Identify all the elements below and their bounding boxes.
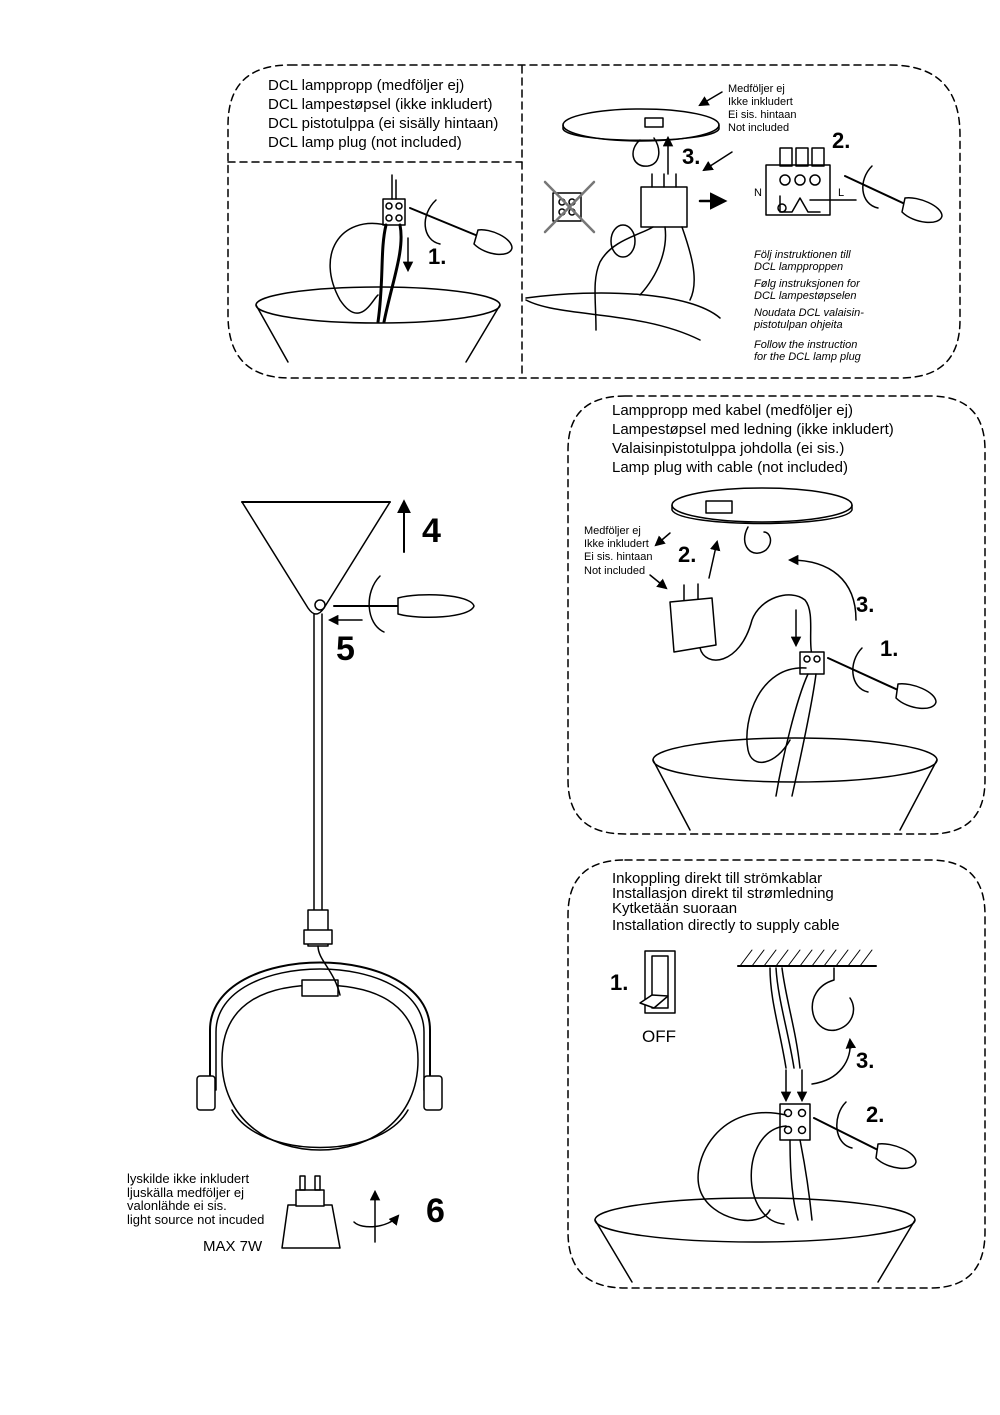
dcl-instruction-3: Følg instruksjonen for — [754, 278, 860, 290]
direct-panel-border — [567, 859, 986, 1289]
plug-panel-border — [567, 395, 986, 835]
direct-step1-number: 1. — [610, 970, 629, 995]
direct-step2-number: 2. — [866, 1102, 885, 1127]
plug-step2-number: 2. — [678, 542, 697, 567]
dcl-heading-3: DCL pistotulppa (ei sisälly hintaan) — [268, 115, 499, 132]
light-source-note-2: ljuskälla medföljer ej — [127, 1185, 245, 1200]
dcl-steps-drawing — [525, 91, 943, 341]
direct-heading-4: Installation directly to supply cable — [612, 917, 840, 934]
dcl-step3-number: 3. — [682, 144, 701, 169]
plug-not-included-1: Medföljer ej — [584, 525, 641, 537]
plug-not-included-2: Ikke inkludert — [584, 538, 649, 550]
lamp-step4-number: 4 — [422, 512, 441, 550]
light-source-note-3: valonlähde ei sis. — [127, 1198, 227, 1213]
dcl-instruction-5: Noudata DCL valaisin- — [754, 307, 864, 319]
plug-panel-drawing — [649, 487, 938, 831]
plug-step3-number: 3. — [856, 592, 875, 617]
direct-heading-3: Kytketään suoraan — [612, 900, 738, 917]
dcl-step1-drawing — [255, 174, 513, 363]
dcl-not-included-1: Medföljer ej — [728, 83, 785, 95]
plug-heading-1: Lamppropp med kabel (medföljer ej) — [612, 402, 853, 419]
dcl-not-included-2: Ikke inkludert — [728, 96, 793, 108]
dcl-terminal-l: L — [838, 187, 845, 199]
dcl-terminal-n: N — [754, 187, 762, 199]
plug-heading-2: Lampestøpsel med ledning (ikke inkludert… — [612, 421, 894, 438]
dcl-instruction-6: pistotulpan ohjeita — [754, 319, 843, 331]
light-source-note-4: light source not incuded — [127, 1212, 265, 1227]
lamp-drawing — [196, 499, 475, 1249]
plug-not-included-3: Ei sis. hintaan — [584, 551, 653, 563]
dcl-instruction-7: Follow the instruction — [754, 339, 858, 351]
dcl-instruction-2: DCL lampproppen — [754, 261, 844, 273]
dcl-step2-number: 2. — [832, 128, 851, 153]
dcl-step1-number: 1. — [428, 244, 447, 269]
dcl-heading-4: DCL lamp plug (not included) — [268, 134, 462, 151]
light-source-note-1: lyskilde ikke inkludert — [127, 1171, 250, 1186]
direct-heading-2: Installasjon direkt til strømledning — [612, 885, 834, 902]
dcl-heading-1: DCL lamppropp (medföljer ej) — [268, 77, 465, 94]
switch-off-label: OFF — [642, 1027, 676, 1046]
direct-heading-1: Inkoppling direkt till strömkablar — [612, 870, 823, 887]
direct-step3-number: 3. — [856, 1048, 875, 1073]
lamp-step6-number: 6 — [426, 1192, 445, 1230]
dcl-not-included-4: Not included — [728, 122, 790, 134]
plug-heading-4: Lamp plug with cable (not included) — [612, 459, 848, 476]
dcl-instruction-8: for the DCL lamp plug — [754, 351, 861, 363]
dcl-not-included-3: Ei sis. hintaan — [728, 109, 797, 121]
max-power-label: MAX 7W — [203, 1238, 263, 1255]
dcl-instruction-1: Följ instruktionen till — [754, 249, 851, 261]
plug-heading-3: Valaisinpistotulppa johdolla (ei sis.) — [612, 440, 845, 457]
lamp-step5-number: 5 — [336, 630, 355, 668]
dcl-instruction-4: DCL lampestøpselen — [754, 290, 857, 302]
plug-not-included-4: Not included — [584, 565, 646, 577]
plug-step1-number: 1. — [880, 636, 899, 661]
dcl-heading-2: DCL lampestøpsel (ikke inkludert) — [268, 96, 493, 113]
direct-panel-drawing — [594, 949, 917, 1283]
dcl-panel-border — [227, 64, 961, 379]
